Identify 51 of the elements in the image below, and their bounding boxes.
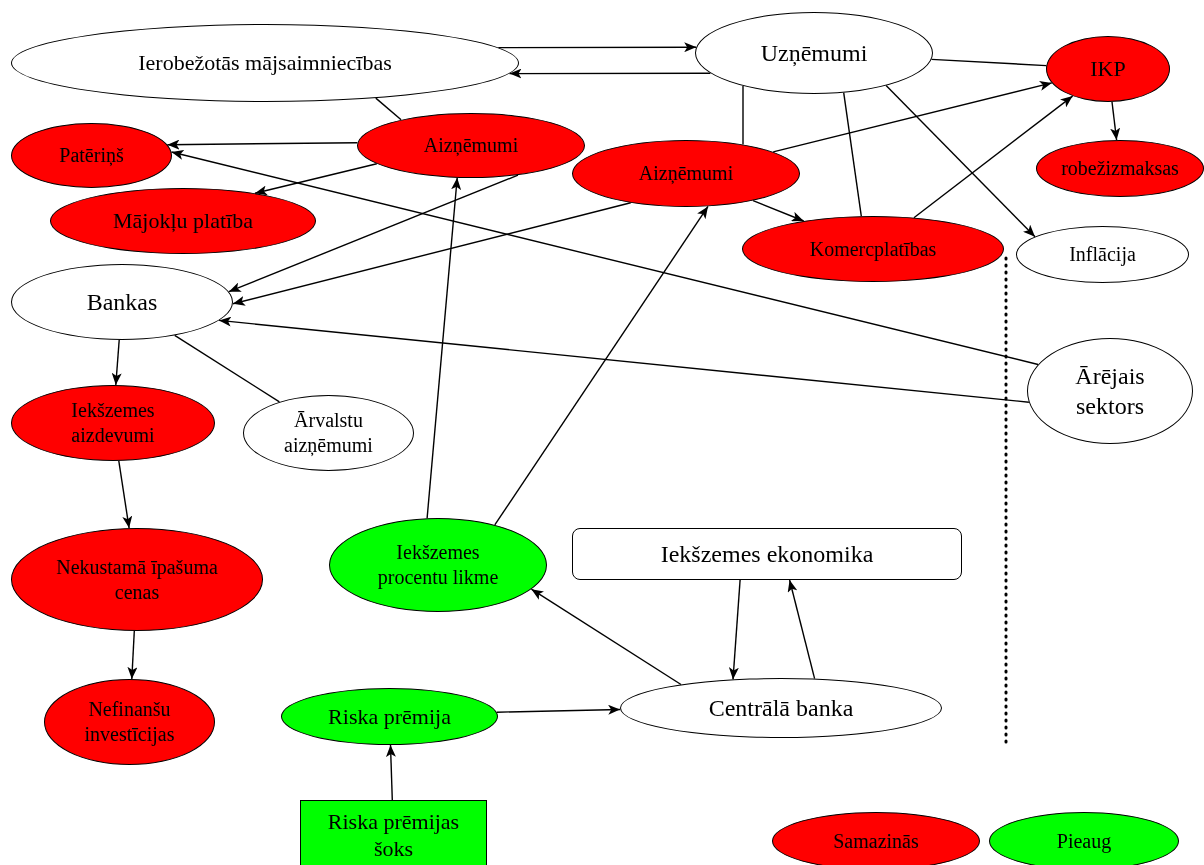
node-label: Iekšzemes aizdevumi bbox=[70, 398, 156, 448]
connector-line bbox=[843, 92, 862, 217]
node-label: Ārējais sektors bbox=[1074, 362, 1146, 421]
node-label: Nekustamā īpašuma cenas bbox=[55, 554, 219, 605]
node-label: Ierobežotās mājsaimniecības bbox=[137, 49, 393, 77]
oval-node bbox=[1036, 140, 1204, 197]
arrow bbox=[111, 339, 122, 386]
node-label: Iekšzemes procentu likme bbox=[376, 540, 500, 590]
arrow bbox=[166, 139, 359, 150]
node-label: robežizmaksas bbox=[1060, 156, 1180, 181]
legend-label: Samazinās bbox=[833, 829, 919, 854]
node-label: Ārvalstu aizņēmumi bbox=[283, 408, 374, 458]
node-label: Patēriņš bbox=[58, 143, 125, 168]
arrow bbox=[530, 588, 682, 686]
node-label: Aizņēmumi bbox=[637, 161, 735, 186]
arrow bbox=[232, 202, 632, 306]
node-label: Centrālā banka bbox=[707, 694, 855, 723]
node-label: Aizņēmumi bbox=[422, 133, 520, 158]
arrow bbox=[385, 744, 396, 801]
rounded-box bbox=[572, 528, 962, 580]
arrow bbox=[772, 80, 1053, 153]
connector-line bbox=[742, 85, 744, 146]
node-label: Riska prēmijas šoks bbox=[326, 807, 461, 863]
node-label: Nefinanšu investīcijas bbox=[83, 697, 176, 747]
node-label: IKP bbox=[1089, 55, 1127, 83]
process-box bbox=[300, 800, 487, 865]
arrow bbox=[885, 84, 1036, 238]
node-label: Riska prēmija bbox=[327, 702, 452, 731]
connector-line bbox=[174, 334, 281, 403]
connector-line bbox=[375, 97, 402, 121]
arrow bbox=[127, 630, 138, 680]
arrow bbox=[1110, 101, 1121, 141]
arrow bbox=[118, 460, 133, 529]
node-label: Iekšzemes ekonomika bbox=[659, 540, 875, 569]
arrow bbox=[752, 199, 805, 222]
arrow bbox=[254, 163, 378, 196]
node-label: Komercplatības bbox=[808, 236, 938, 262]
node-label: Uzņēmumi bbox=[759, 39, 869, 68]
arrow bbox=[496, 704, 621, 715]
node-label: Inflācija bbox=[1068, 242, 1137, 267]
arrow bbox=[218, 316, 1030, 403]
arrow bbox=[494, 205, 709, 526]
arrow bbox=[508, 68, 712, 79]
node-label: Bankas bbox=[85, 288, 159, 317]
arrow bbox=[170, 150, 1039, 366]
arrow bbox=[426, 177, 462, 519]
node-label: Mājokļu platība bbox=[112, 207, 254, 235]
arrow bbox=[787, 579, 816, 680]
arrow bbox=[228, 174, 519, 293]
arrow bbox=[497, 42, 697, 53]
legend-label: Pieaug bbox=[1056, 829, 1112, 855]
